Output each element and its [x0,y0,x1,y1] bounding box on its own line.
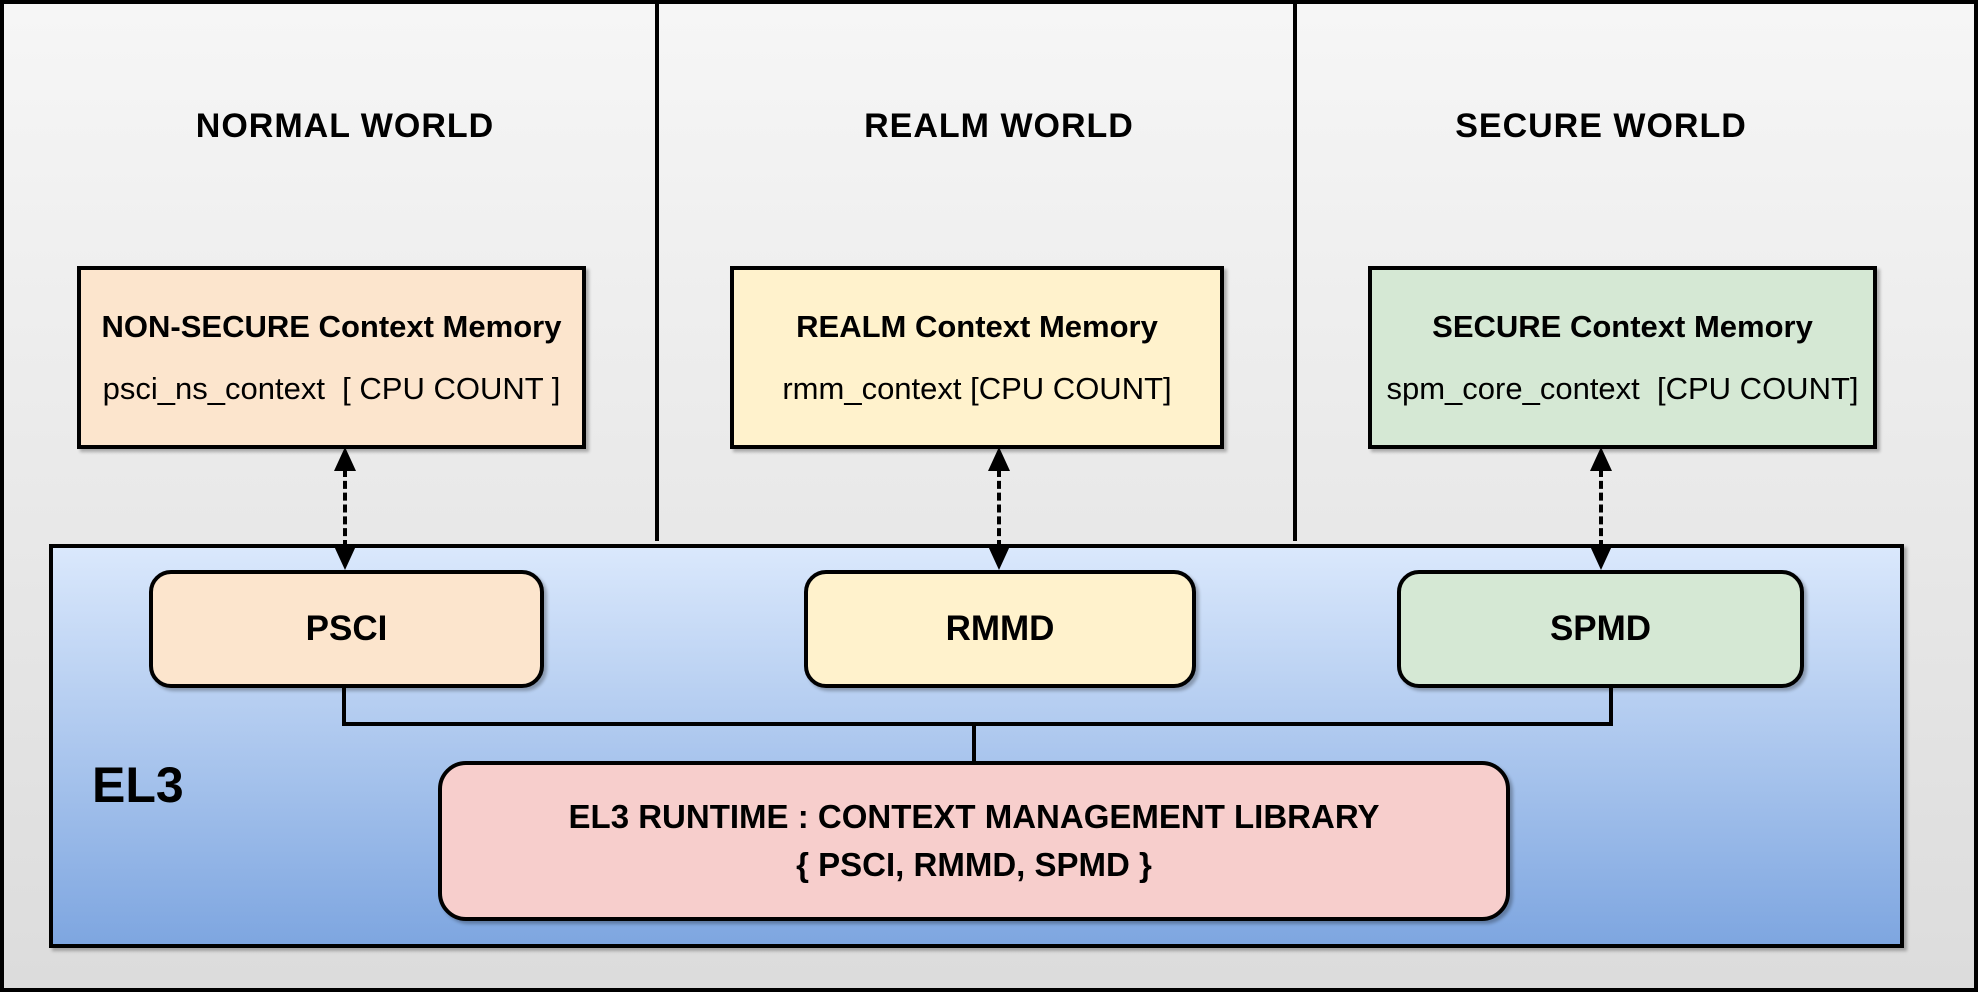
realm-context-memory-title: REALM Context Memory [796,308,1158,344]
rmmd-module-label: RMMD [945,609,1055,648]
arrow-down-icon [988,546,1010,570]
arrow-up-icon [988,447,1010,471]
bus-line [342,722,1613,726]
realm-context-memory-code: rmm_context [CPU COUNT] [782,370,1172,406]
el3-runtime-box: EL3 RUNTIME : CONTEXT MANAGEMENT LIBRARY… [438,761,1510,921]
spmd-module-label: SPMD [1549,609,1652,648]
secure-context-memory-code: spm_core_context [CPU COUNT] [1386,370,1859,406]
realm-context-memory-box: REALM Context Memory rmm_context [CPU CO… [730,266,1224,449]
rmmd-module-box: RMMD [804,570,1196,688]
arrow-up-icon [1590,447,1612,471]
arrow-down-icon [1590,546,1612,570]
psci-module-label: PSCI [305,609,388,648]
realm-secure-divider [1293,4,1297,541]
normal-realm-divider [655,4,659,541]
el3-runtime-line2: { PSCI, RMMD, SPMD } [796,846,1152,883]
non-secure-context-memory-box: NON-SECURE Context Memory psci_ns_contex… [77,266,586,449]
dashed-line [1599,469,1603,548]
psci-bus-connector [342,686,346,726]
non-secure-context-memory-code: psci_ns_context [ CPU COUNT ] [102,370,561,406]
rmmd-memory-arrow [987,447,1011,570]
el3-label: EL3 [92,757,184,813]
arrow-up-icon [334,447,356,471]
realm-world-title: REALM WORLD [864,107,1134,145]
normal-world-title: NORMAL WORLD [195,107,495,145]
spmd-memory-arrow [1589,447,1613,570]
secure-context-memory-title: SECURE Context Memory [1432,308,1813,344]
spmd-bus-connector [1609,686,1613,726]
arrow-down-icon [334,546,356,570]
secure-context-memory-box: SECURE Context Memory spm_core_context [… [1368,266,1877,449]
psci-module-box: PSCI [149,570,544,688]
runtime-bus-connector [972,722,976,764]
dashed-line [343,469,347,548]
non-secure-context-memory-title: NON-SECURE Context Memory [101,308,562,344]
secure-world-title: SECURE WORLD [1455,107,1747,145]
dashed-line [997,469,1001,548]
el3-runtime-line1: EL3 RUNTIME : CONTEXT MANAGEMENT LIBRARY [568,798,1380,835]
spmd-module-box: SPMD [1397,570,1804,688]
psci-memory-arrow [333,447,357,570]
